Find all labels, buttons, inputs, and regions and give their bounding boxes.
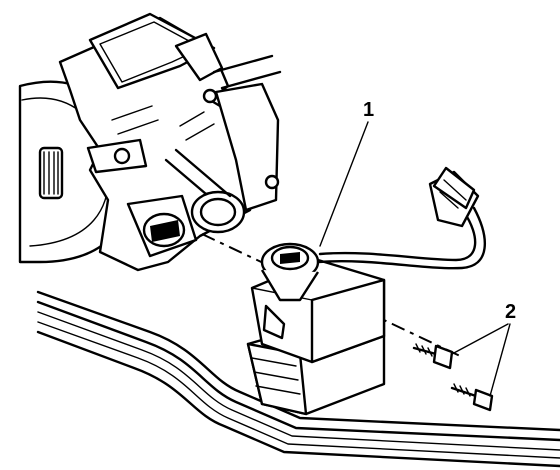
callout-2-leader-lower (489, 323, 511, 397)
callout-1: 1 (319, 99, 374, 247)
callout-2: 2 (451, 301, 516, 397)
ignition-switch-assembly (246, 206, 486, 416)
harness-connector (428, 166, 480, 228)
wiring-harness (36, 290, 560, 468)
callout-1-leader (319, 121, 369, 247)
mounting-screw-upper (412, 343, 454, 370)
mounting-screw-lower (450, 383, 494, 412)
callout-2-label: 2 (505, 301, 516, 323)
steering-column-housing (18, 12, 282, 272)
callout-1-label: 1 (363, 99, 374, 121)
callout-2-leader-upper (451, 323, 509, 355)
